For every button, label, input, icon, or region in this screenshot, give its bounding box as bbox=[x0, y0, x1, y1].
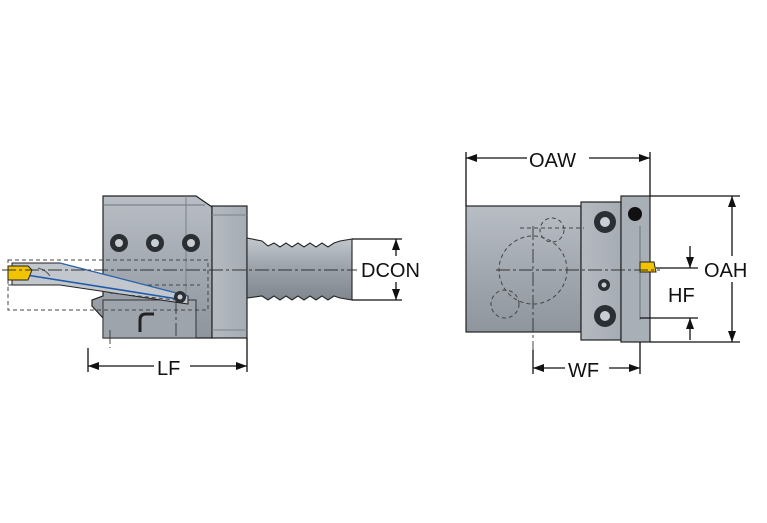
wf-label: WF bbox=[568, 360, 599, 382]
oah-label: OAH bbox=[704, 260, 747, 282]
hf-label: HF bbox=[668, 285, 695, 307]
front-insert bbox=[639, 261, 657, 273]
front-block bbox=[465, 205, 582, 333]
oaw-label: OAW bbox=[529, 150, 576, 172]
dcon-label: DCON bbox=[361, 260, 420, 282]
coolant-hook bbox=[138, 312, 154, 332]
front-view: OAW OAH HF WF bbox=[465, 146, 760, 382]
lower-pocket bbox=[102, 299, 197, 339]
front-screws bbox=[594, 207, 642, 327]
boring-bar-hidden bbox=[7, 259, 209, 311]
coupling-neck bbox=[246, 237, 353, 301]
lf-label: LF bbox=[157, 358, 180, 380]
side-view: DCON LF bbox=[2, 195, 439, 380]
flange bbox=[211, 205, 248, 339]
clamp-screws bbox=[110, 234, 200, 252]
cutting-insert bbox=[7, 265, 33, 281]
